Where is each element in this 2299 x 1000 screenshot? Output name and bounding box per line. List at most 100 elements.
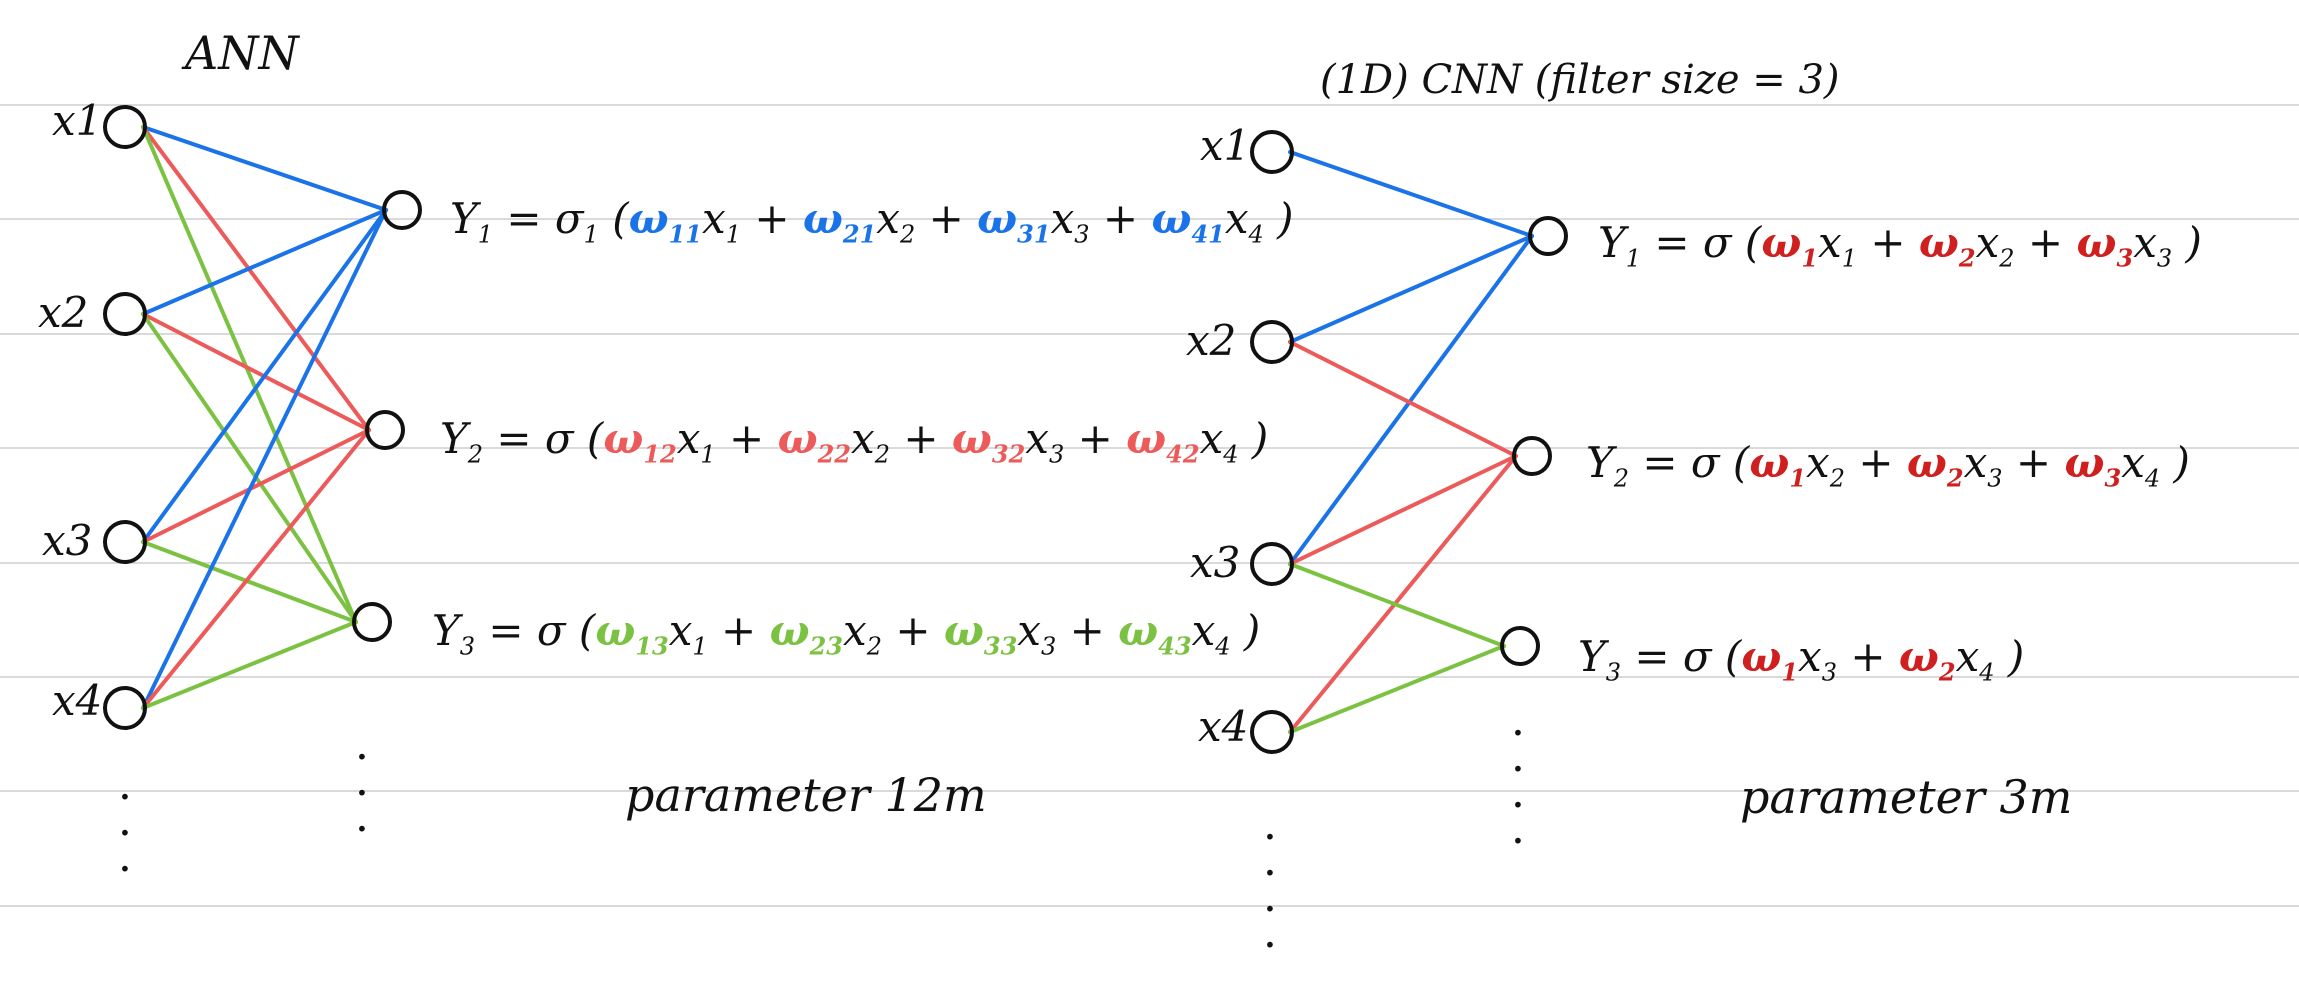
ann-edge-x1-y3 [141, 125, 358, 624]
ann-input-node-x2 [103, 292, 147, 336]
variable-term: x1 [1818, 218, 1857, 273]
ann-edges [141, 125, 388, 710]
ann-edge-x3-y1 [141, 208, 388, 544]
ann-input-ellipsis: ··· [118, 772, 132, 895]
ann-edge-x4-y3 [141, 620, 358, 710]
ann-edge-x2-y1 [141, 208, 388, 316]
cnn-edge-x3-y2 [1288, 454, 1518, 566]
ann-input-label-x1: x1 [52, 96, 103, 145]
weight-term: ω3 [2076, 218, 2134, 273]
ann-input-label-x3: x3 [42, 516, 93, 565]
variable-term: x1 [668, 606, 708, 661]
variable-term: x2 [843, 606, 882, 661]
equation-operator: = σ1 ( [493, 194, 629, 249]
weight-term: ω31 [977, 194, 1051, 249]
ruled-line [0, 447, 2299, 449]
ann-edge-x3-y3 [141, 540, 358, 624]
ann-parameter-count: parameter 12m [625, 768, 987, 822]
variable-term: Y3 [1578, 632, 1622, 687]
ann-title: ANN [185, 26, 299, 80]
weight-term: ω12 [603, 414, 677, 469]
weight-term: ω23 [769, 606, 844, 661]
cnn-edge-x4-y2 [1288, 454, 1518, 734]
ann-input-label-x2: x2 [38, 288, 89, 337]
ann-edge-x1-y2 [141, 125, 371, 432]
variable-term: x4 [2121, 438, 2161, 493]
cnn-equation-y2: Y2 = σ (ω1x2 + ω2x3 + ω3x4 ) [1586, 438, 2190, 493]
weight-term: ω1 [1749, 438, 1807, 493]
weight-term: ω21 [802, 194, 877, 249]
cnn-input-ellipsis: ···· [1263, 812, 1277, 971]
variable-term: x2 [1806, 438, 1845, 493]
variable-term: x3 [1025, 414, 1065, 469]
weight-term: ω2 [1906, 438, 1964, 493]
ann-edge-x2-y2 [141, 312, 371, 432]
variable-term: x1 [676, 414, 716, 469]
ann-edge-x1-y1 [141, 125, 388, 212]
cnn-output-node-y1 [1528, 216, 1568, 256]
cnn-output-ellipsis: ···· [1511, 708, 1525, 867]
cnn-output-node-y2 [1512, 436, 1552, 476]
variable-term: x3 [2133, 218, 2173, 273]
ruled-line [0, 104, 2299, 106]
cnn-edge-x3-y3 [1288, 562, 1506, 648]
ann-edge-x3-y2 [141, 428, 371, 544]
cnn-parameter-count: parameter 3m [1740, 770, 2073, 824]
weight-term: ω1 [1761, 218, 1819, 273]
weight-term: ω2 [1918, 218, 1976, 273]
cnn-edge-x1-y1 [1288, 150, 1534, 238]
ann-output-ellipsis: ··· [355, 732, 369, 855]
cnn-input-label-x1: x1 [1200, 121, 1251, 170]
variable-term: Y3 [432, 606, 476, 661]
weight-term: ω22 [777, 414, 852, 469]
ann-input-label-x4: x4 [52, 676, 103, 725]
cnn-equation-y3: Y3 = σ (ω1x3 + ω2x4 ) [1578, 632, 2025, 687]
ann-input-node-x4 [103, 686, 147, 730]
cnn-edge-x3-y1 [1288, 234, 1534, 566]
variable-term: Y1 [1598, 218, 1642, 273]
cnn-input-label-x2: x2 [1186, 316, 1237, 365]
weight-term: ω1 [1741, 632, 1799, 687]
weight-term: ω33 [943, 606, 1018, 661]
ann-output-node-y3 [352, 602, 392, 642]
ruled-line [0, 562, 2299, 564]
variable-term: x2 [876, 194, 916, 249]
weight-term: ω32 [951, 414, 1026, 469]
ann-equation-y2: Y2 = σ (ω12x1 + ω22x2 + ω32x3 + ω42x4 ) [440, 414, 1269, 469]
variable-term: x3 [1050, 194, 1090, 249]
ann-edge-x4-y2 [141, 428, 371, 710]
cnn-input-node-x4 [1250, 710, 1294, 754]
ruled-line [0, 790, 2299, 792]
variable-term: Y1 [450, 194, 494, 249]
cnn-title: (1D) CNN (filter size = 3) [1320, 57, 1840, 103]
ruled-line [0, 333, 2299, 335]
ann-input-node-x3 [103, 520, 147, 564]
ann-equation-y3: Y3 = σ (ω13x1 + ω23x2 + ω33x3 + ω43x4 ) [432, 606, 1261, 661]
weight-term: ω3 [2064, 438, 2122, 493]
weight-term: ω13 [595, 606, 669, 661]
variable-term: x2 [851, 414, 890, 469]
cnn-edges [1288, 150, 1534, 734]
cnn-edge-x2-y2 [1288, 340, 1518, 458]
cnn-input-node-x3 [1250, 542, 1294, 586]
weight-term: ω11 [628, 194, 703, 249]
ruled-line [0, 676, 2299, 678]
variable-term: x1 [702, 194, 741, 249]
cnn-edge-x4-y3 [1288, 644, 1506, 734]
equation-operator: = σ ( [475, 606, 596, 655]
variable-term: x4 [1191, 606, 1231, 661]
cnn-input-node-x1 [1250, 130, 1294, 174]
equation-operator: = σ ( [483, 414, 604, 463]
variable-term: x4 [1199, 414, 1239, 469]
weight-term: ω43 [1118, 606, 1192, 661]
ann-edge-x2-y3 [141, 312, 358, 624]
cnn-equation-y1: Y1 = σ (ω1x1 + ω2x2 + ω3x3 ) [1598, 218, 2202, 273]
ann-equation-y1: Y1 = σ1 (ω11x1 + ω21x2 + ω31x3 + ω41x4 ) [450, 194, 1294, 249]
weight-term: ω42 [1126, 414, 1200, 469]
ruled-line [0, 905, 2299, 907]
equation-operator: = σ ( [1621, 632, 1742, 681]
equation-operator: = σ ( [1641, 218, 1762, 267]
ann-input-node-x1 [103, 105, 147, 149]
